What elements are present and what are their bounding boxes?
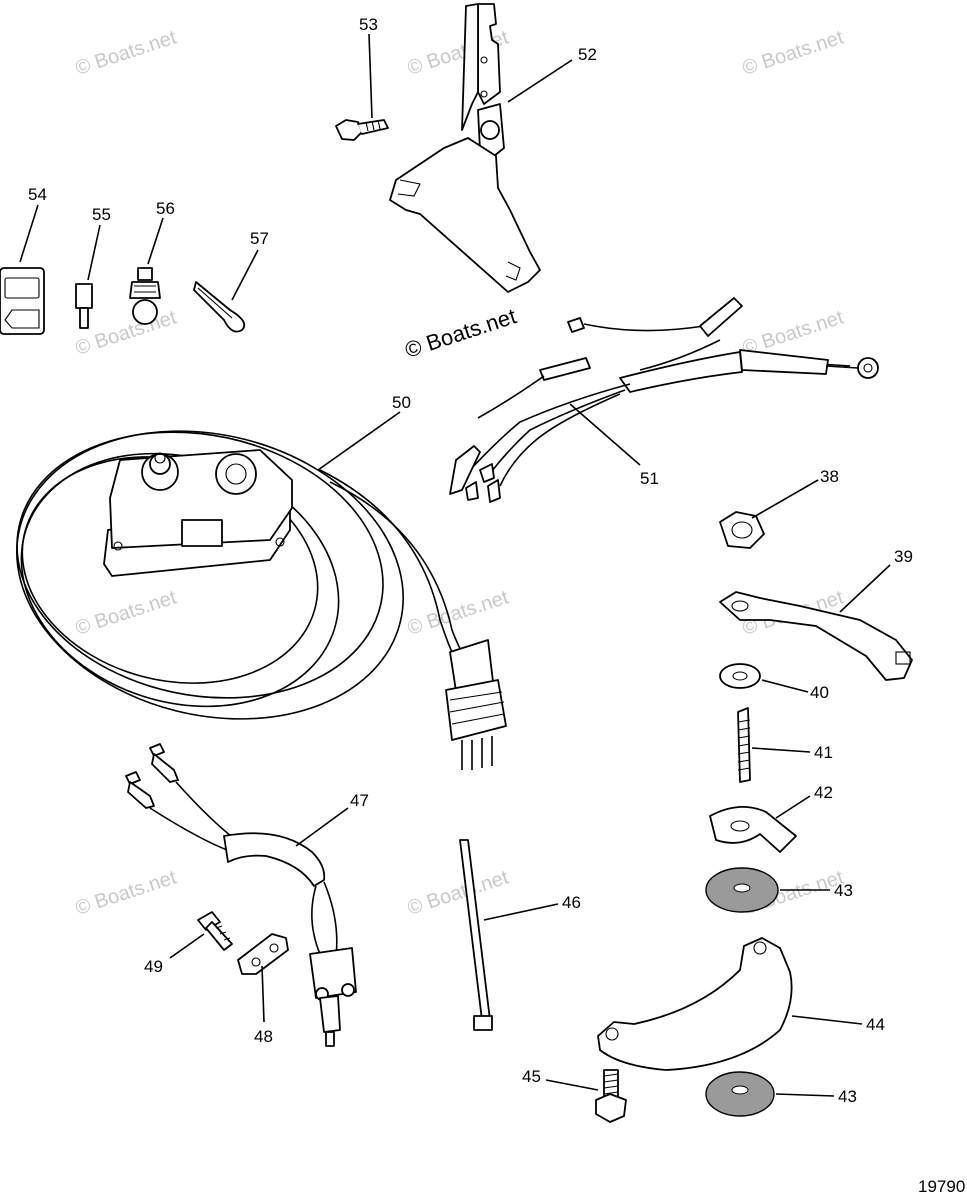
callout-49: 49 [144, 957, 163, 976]
callouts: 53 52 54 55 56 57 50 51 38 39 40 41 42 4… [28, 15, 913, 1106]
part-48-plate [237, 933, 289, 975]
part-44-arc-bracket [597, 937, 793, 1071]
watermark: © Boats.net [73, 26, 180, 79]
part-54-buckle [0, 267, 45, 335]
callout-46: 46 [562, 893, 581, 912]
leader-lines [19, 33, 891, 1097]
callout-45: 45 [522, 1067, 541, 1086]
callout-50: 50 [392, 393, 411, 412]
callout-47: 47 [350, 791, 369, 810]
callout-55: 55 [92, 205, 111, 224]
part-52-bracket [389, 3, 541, 293]
callout-40: 40 [810, 683, 829, 702]
part-40-washer [719, 663, 761, 689]
part-41-stud [737, 707, 751, 783]
part-56-ball-stud [129, 267, 161, 325]
callout-42: 42 [814, 783, 833, 802]
part-47-switch-harness [125, 743, 357, 1047]
callout-38: 38 [820, 467, 839, 486]
callout-43-lower: 43 [838, 1087, 857, 1106]
watermark: © Boats.net [73, 866, 180, 919]
part-42-tab-washer [709, 806, 797, 853]
callout-53: 53 [359, 15, 378, 34]
watermark: © Boats.net [73, 586, 180, 639]
part-53-bolt [335, 119, 389, 141]
part-50-remote-cable [16, 430, 507, 770]
callout-52: 52 [578, 45, 597, 64]
callout-54: 54 [28, 185, 47, 204]
part-38-nut [719, 511, 765, 549]
part-51-harness [449, 297, 879, 503]
part-46-cable-tie [459, 839, 493, 1031]
part-49-screw [197, 911, 233, 951]
part-55-terminal [75, 283, 93, 329]
callout-43-upper: 43 [834, 881, 853, 900]
part-43-pad-upper [705, 867, 779, 913]
watermark-strong: © Boats.net [402, 303, 519, 362]
part-57-cotter-pin [193, 281, 246, 333]
callout-56: 56 [156, 199, 175, 218]
callout-39: 39 [894, 547, 913, 566]
part-43-pad-lower [705, 1071, 775, 1117]
watermark: © Boats.net [740, 26, 847, 79]
callout-57: 57 [250, 229, 269, 248]
callout-48: 48 [254, 1027, 273, 1046]
watermark: © Boats.net [405, 586, 512, 639]
diagram-id: 19790 [918, 1177, 965, 1196]
part-39-lever [719, 591, 913, 681]
part-45-bolt [595, 1069, 627, 1123]
callout-41: 41 [814, 743, 833, 762]
watermark: © Boats.net [405, 866, 512, 919]
callout-44: 44 [866, 1015, 885, 1034]
callout-51: 51 [640, 469, 659, 488]
